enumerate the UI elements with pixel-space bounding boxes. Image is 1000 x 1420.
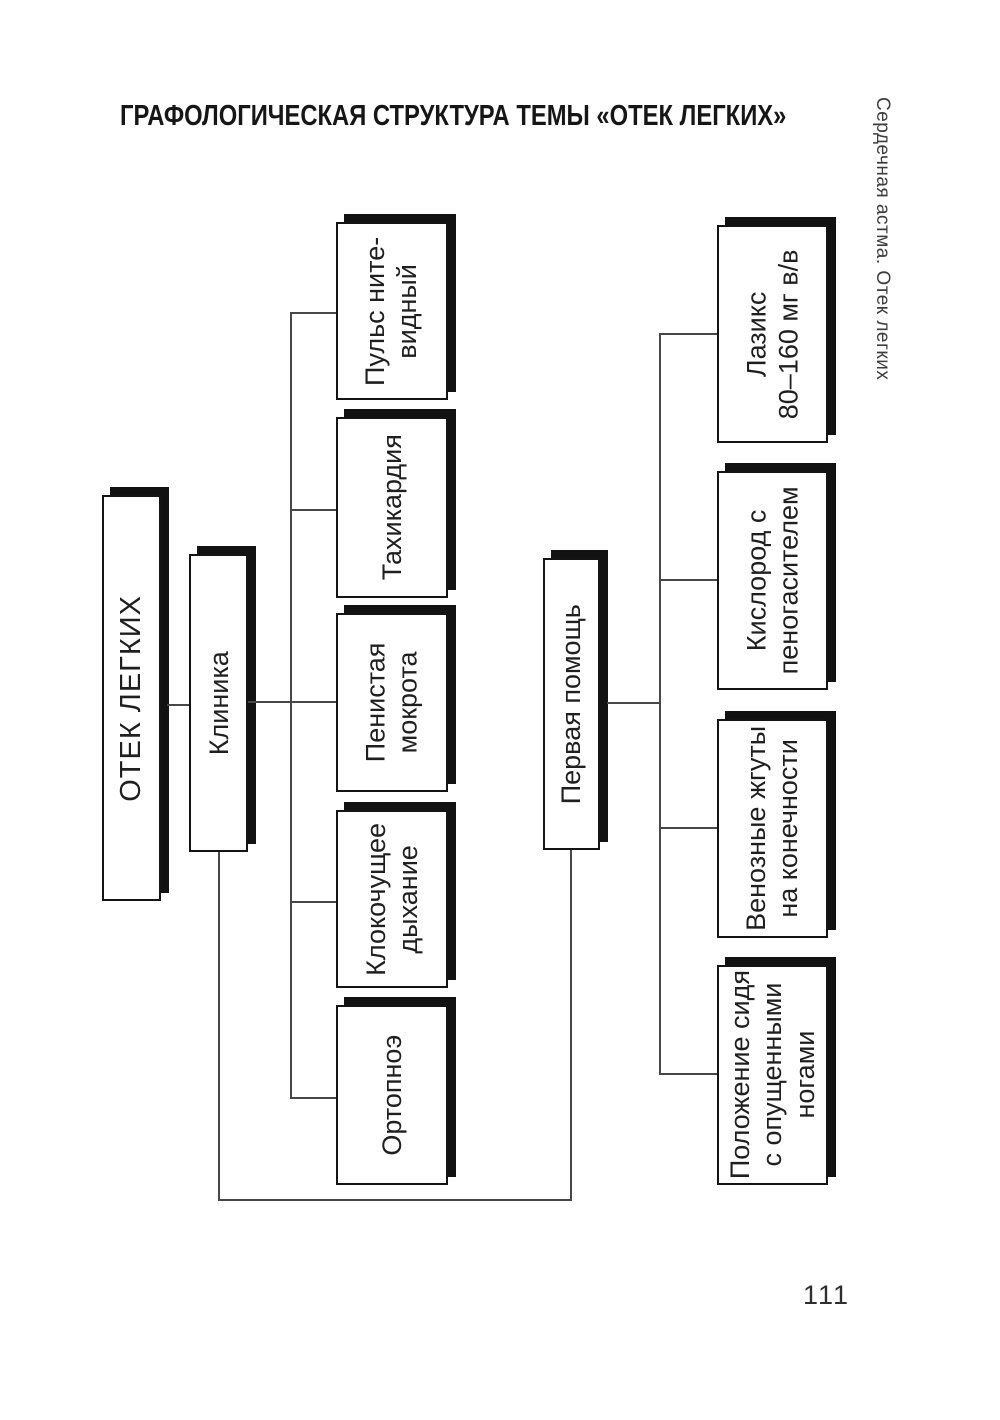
node-label: Ортопноэ [376,1034,407,1156]
margin-note: Сердечная астма. Отек легких [872,97,893,381]
connector-trunk-pervaya [659,333,661,1075]
node-laziks: Лазикс 80–160 мг в/в [717,225,828,443]
connector-trunk-klinika [290,312,292,1099]
connector-klinika-trunk [248,701,336,703]
node-venoznye-zhguty: Венозные жгуты на конечности [717,719,828,938]
node-label: Пульс ните- видный [360,236,424,386]
connector-up-pervaya [570,850,572,1201]
node-label: Венозные жгуты на конечности [741,725,804,932]
connector-branch-puls [292,312,336,314]
node-label: ОТЕК ЛЕГКИХ [115,594,148,802]
node-penistaya-mokrota: Пенистая мокрота [336,613,448,792]
node-label: Клиника [203,651,234,755]
page-title: ГРАФОЛОГИЧЕСКАЯ СТРУКТУРА ТЕМЫ «ОТЕК ЛЕГ… [120,100,787,132]
connector-bottom-route [218,1199,572,1201]
node-klokochushchee-dyhanie: Клокочущее дыхание [336,810,448,988]
node-otek-legkih: ОТЕК ЛЕГКИХ [102,495,161,901]
node-label: Клокочущее дыхание [360,822,424,976]
connector-branch-polozhenie [661,1073,717,1075]
connector-branch-kislorod [661,579,717,581]
connector-branch-laziks [661,333,717,335]
node-pervaya-pomoshch: Первая помощь [543,558,600,850]
node-label: Первая помощь [556,603,587,805]
node-label: Тахикардия [376,434,407,581]
connector-branch-klokochushchee [292,901,336,903]
node-polozhenie-sidya: Положение сидя с опущенными ногами [717,965,828,1185]
page-number: 111 [803,1280,851,1310]
node-label: Пенистая мокрота [360,642,423,763]
connector-branch-venoznye [661,827,717,829]
node-kislorod: Кислород с пеногасителем [717,471,828,690]
connector-klinika-down [218,852,220,1201]
node-klinika: Клиника [189,554,248,852]
node-puls-nitevidny: Пульс ните- видный [336,222,448,400]
node-label: Лазикс 80–160 мг в/в [741,249,804,419]
connector-pervaya-trunk [607,702,660,704]
connector-branch-ortopnoe [292,1097,336,1099]
connector-root-klinika [167,704,189,706]
connector-branch-tahikardiya [292,509,336,511]
node-tahikardiya: Тахикардия [336,417,448,598]
node-ortopnoe: Ортопноэ [336,1005,448,1185]
node-label: Кислород с пеногасителем [741,486,804,675]
node-label: Положение сидя с опущенными ногами [724,970,820,1180]
